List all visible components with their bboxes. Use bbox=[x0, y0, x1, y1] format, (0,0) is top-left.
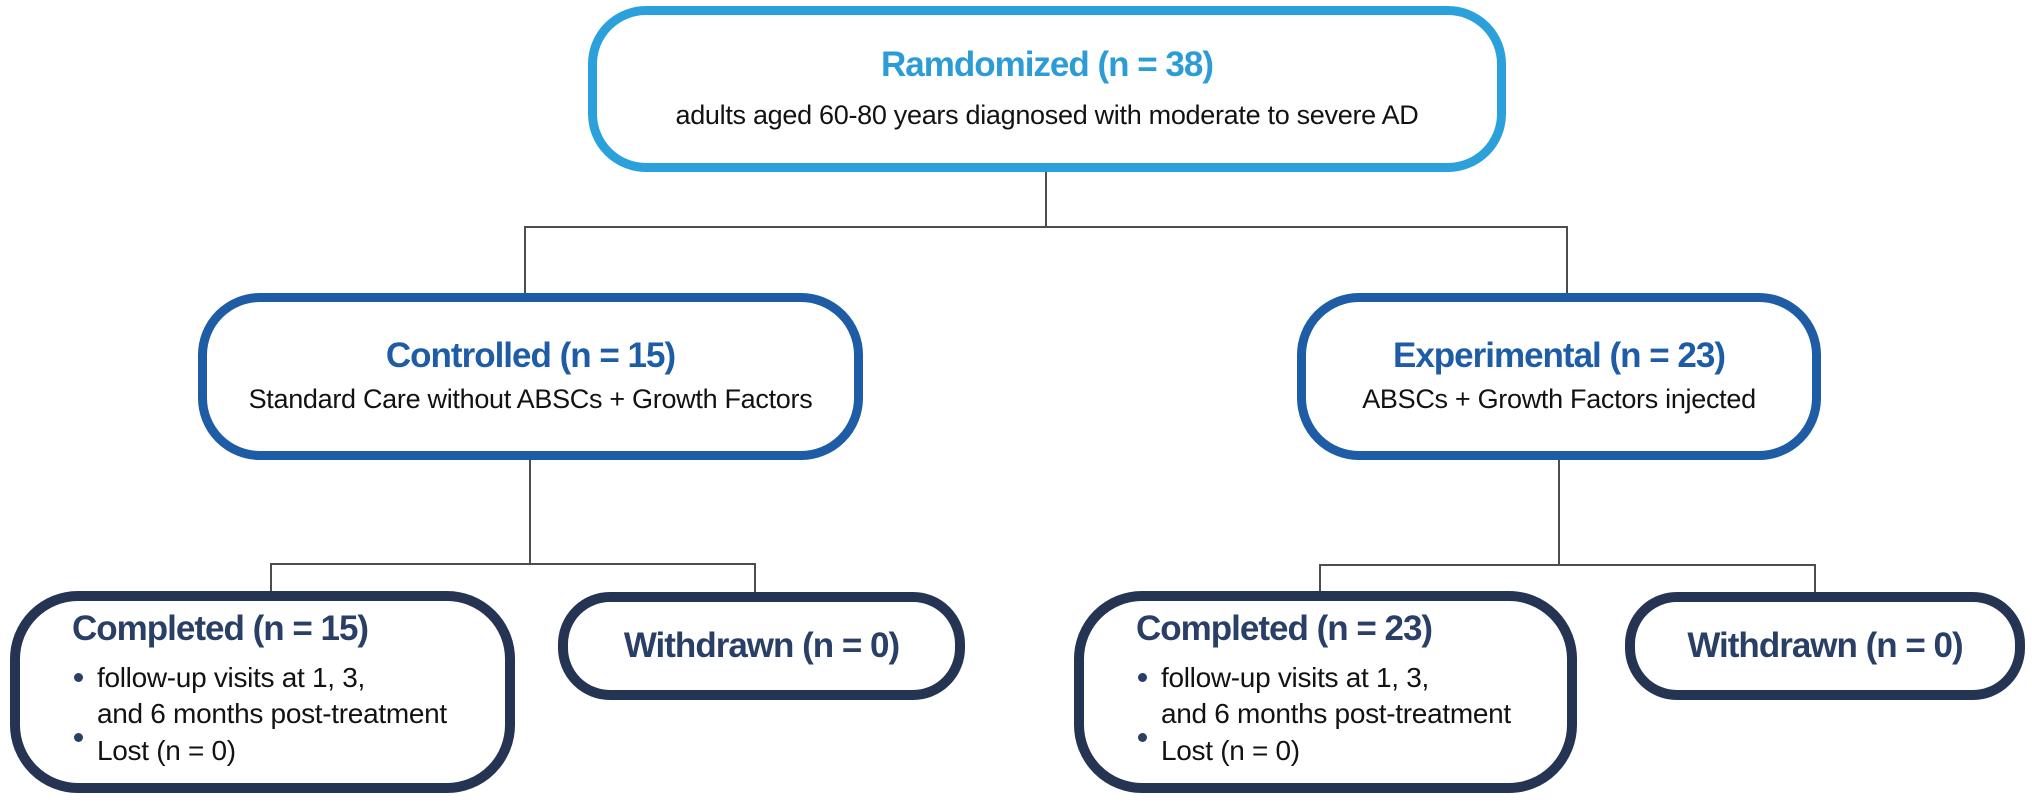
node-controlled-completed-bullets: follow-up visits at 1, 3, and 6 months p… bbox=[72, 660, 447, 769]
connector-randomized-stem bbox=[1045, 171, 1047, 227]
node-controlled-completed-title: Completed (n = 15) bbox=[72, 609, 369, 649]
node-experimental: Experimental (n = 23) ABSCs + Growth Fac… bbox=[1297, 293, 1821, 460]
bullet-followup-line2: and 6 months post-treatment bbox=[97, 698, 447, 730]
node-experimental-subtitle: ABSCs + Growth Factors injected bbox=[1362, 384, 1756, 415]
node-controlled-title: Controlled (n = 15) bbox=[385, 335, 676, 375]
node-controlled-withdrawn-title: Withdrawn (n = 0) bbox=[623, 625, 900, 665]
connector-randomized-split bbox=[524, 226, 1568, 228]
node-controlled-withdrawn: Withdrawn (n = 0) bbox=[558, 592, 965, 700]
bullet-followup: follow-up visits at 1, 3, and 6 months p… bbox=[1136, 660, 1511, 733]
bullet-followup-line1: follow-up visits at 1, 3, bbox=[97, 661, 365, 693]
node-randomized-subtitle: adults aged 60-80 years diagnosed with m… bbox=[675, 99, 1419, 130]
connector-experimental-stem bbox=[1558, 459, 1560, 565]
bullet-dot-icon bbox=[74, 672, 83, 682]
connector-to-experimental bbox=[1566, 226, 1568, 293]
bullet-dot-icon bbox=[74, 732, 83, 742]
bullet-followup-line2: and 6 months post-treatment bbox=[1161, 698, 1511, 730]
node-controlled: Controlled (n = 15) Standard Care withou… bbox=[198, 293, 863, 460]
connector-experimental-split bbox=[1319, 564, 1816, 566]
connector-to-controlled-completed bbox=[270, 563, 272, 592]
connector-controlled-split bbox=[270, 563, 756, 565]
node-randomized-title: Ramdomized (n = 38) bbox=[880, 45, 1214, 85]
bullet-lost: Lost (n = 0) bbox=[1136, 732, 1511, 769]
bullet-lost-line1: Lost (n = 0) bbox=[97, 734, 236, 766]
node-experimental-completed: Completed (n = 23) follow-up visits at 1… bbox=[1074, 591, 1577, 793]
node-controlled-subtitle: Standard Care without ABSCs + Growth Fac… bbox=[248, 384, 813, 415]
connector-controlled-stem bbox=[529, 459, 531, 564]
bullet-followup: follow-up visits at 1, 3, and 6 months p… bbox=[72, 660, 447, 733]
connector-to-experimental-withdrawn bbox=[1814, 564, 1816, 593]
connector-to-controlled bbox=[524, 226, 526, 293]
node-randomized: Ramdomized (n = 38) adults aged 60-80 ye… bbox=[588, 6, 1506, 172]
connector-to-experimental-completed bbox=[1319, 564, 1321, 592]
node-controlled-completed: Completed (n = 15) follow-up visits at 1… bbox=[10, 591, 515, 793]
node-experimental-title: Experimental (n = 23) bbox=[1392, 335, 1726, 375]
bullet-followup-line1: follow-up visits at 1, 3, bbox=[1161, 661, 1429, 693]
node-experimental-withdrawn: Withdrawn (n = 0) bbox=[1625, 592, 2025, 700]
bullet-lost-line1: Lost (n = 0) bbox=[1161, 734, 1300, 766]
node-experimental-completed-bullets: follow-up visits at 1, 3, and 6 months p… bbox=[1136, 660, 1511, 769]
node-experimental-withdrawn-title: Withdrawn (n = 0) bbox=[1687, 625, 1963, 665]
node-experimental-completed-title: Completed (n = 23) bbox=[1136, 609, 1433, 649]
bullet-lost: Lost (n = 0) bbox=[72, 732, 447, 769]
connector-to-controlled-withdrawn bbox=[754, 563, 756, 593]
bullet-dot-icon bbox=[1138, 732, 1147, 742]
bullet-dot-icon bbox=[1138, 672, 1147, 682]
